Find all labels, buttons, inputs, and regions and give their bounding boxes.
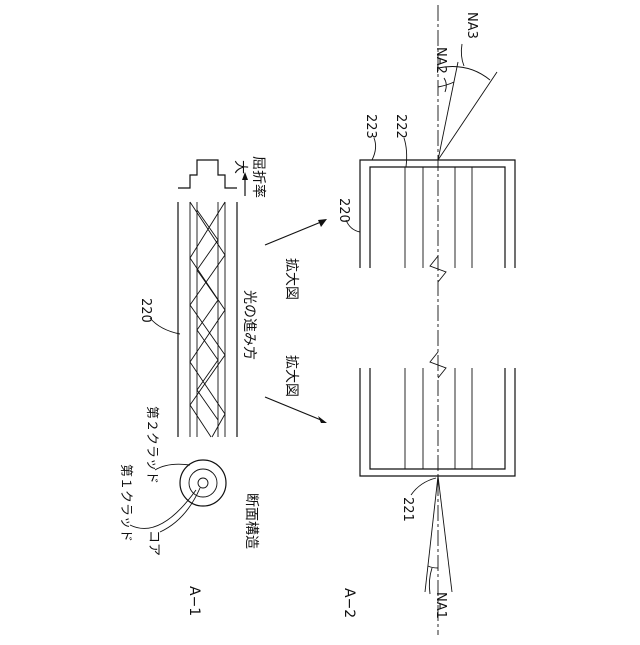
label-fig-a1: A−1 — [186, 586, 202, 616]
label-second-clad: 第２クラッド — [144, 406, 159, 484]
label-na2: NA2 — [433, 47, 448, 74]
cross-section: 第２クラッド 第１クラッド コア 断面構造 — [118, 406, 259, 556]
label-ref-220: 220 — [336, 198, 351, 223]
enlarge-arrow-bottom — [265, 397, 327, 423]
output-cones — [438, 62, 497, 160]
fiber-output-end — [360, 160, 515, 268]
first-clad-leader — [130, 490, 196, 528]
label-light-path: 光の進み方 — [241, 290, 257, 360]
ref-222-leader — [404, 138, 407, 167]
label-cross-section: 断面構造 — [243, 493, 259, 549]
enlarge-arrow-top — [265, 219, 327, 245]
label-enlarged-2: 拡大図 — [283, 355, 299, 397]
core-leader — [160, 488, 200, 532]
ref-221-leader — [411, 478, 436, 495]
light-rays — [190, 202, 225, 437]
index-arrow — [242, 172, 248, 196]
fiber-input-end — [360, 368, 515, 476]
index-profile — [178, 160, 237, 188]
label-core: コア — [146, 530, 161, 556]
label-na1: NA1 — [433, 592, 448, 619]
label-first-clad: 第１クラッド — [118, 464, 133, 542]
input-cone — [425, 476, 452, 592]
label-ref-221: 221 — [400, 497, 415, 522]
fiber-overview: 大 屈折率 220 光の進み方 — [138, 156, 267, 437]
label-ref-222: 222 — [393, 114, 408, 139]
label-fig-a2: A−2 — [341, 588, 357, 618]
ref-223-leader — [372, 138, 376, 160]
label-large: 大 — [232, 160, 248, 174]
label-refractive-index: 屈折率 — [250, 156, 267, 198]
fiber-ref-leader — [150, 318, 180, 334]
enlarged-fiber: 223 222 220 221 NA2 NA3 NA1 — [336, 5, 515, 635]
fiber-outline — [178, 202, 237, 437]
label-ref-223: 223 — [363, 114, 378, 139]
na3-leader — [461, 44, 464, 66]
label-enlarged-1: 拡大図 — [283, 258, 299, 300]
label-na3: NA3 — [464, 12, 479, 39]
na1-leader — [429, 568, 432, 594]
